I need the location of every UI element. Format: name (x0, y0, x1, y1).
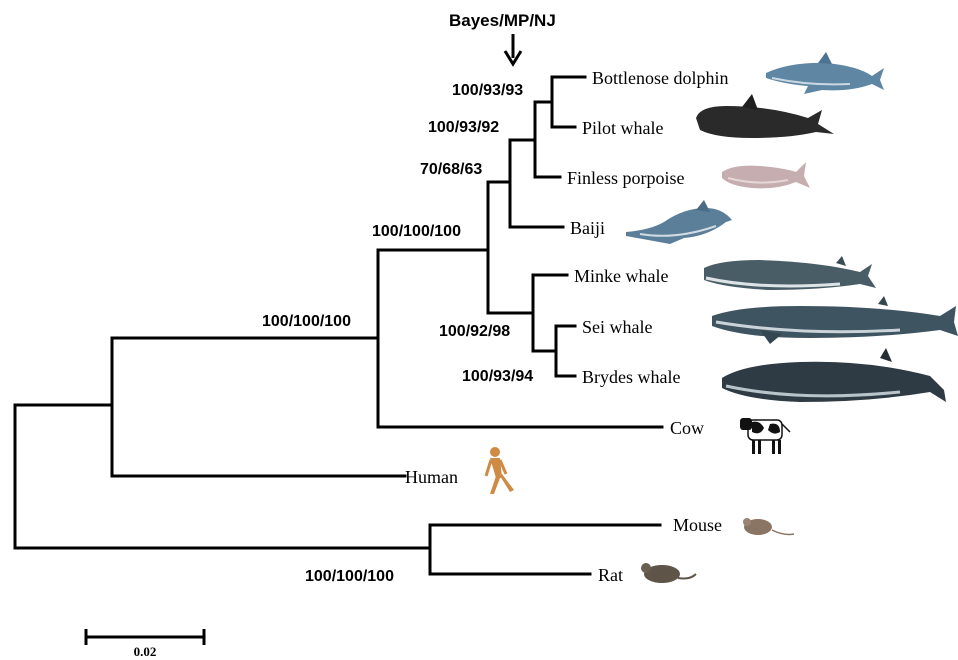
support-dolphin-pilot: 100/93/93 (452, 82, 523, 99)
taxon-human: Human (405, 467, 458, 487)
taxon-brydes-whale: Brydes whale (582, 367, 680, 387)
taxon-mouse: Mouse (673, 515, 722, 535)
taxon-bottlenose-dolphin: Bottlenose dolphin (592, 68, 729, 88)
cow-icon (740, 418, 790, 454)
finless-porpoise-icon (722, 162, 810, 188)
taxon-finless-porpoise: Finless porpoise (567, 168, 685, 188)
support-baleen: 100/92/98 (439, 323, 510, 340)
taxon-sei-whale: Sei whale (582, 317, 652, 337)
down-arrow-icon (505, 34, 521, 64)
rat-icon (641, 563, 696, 583)
support-values: 100/93/93 100/93/92 70/68/63 100/100/100… (262, 82, 533, 585)
taxon-minke-whale: Minke whale (574, 266, 668, 286)
animal-illustrations (486, 52, 958, 583)
methods-label: Bayes/MP/NJ (449, 11, 556, 30)
taxon-rat: Rat (598, 565, 623, 585)
taxon-baiji: Baiji (570, 218, 605, 238)
mouse-icon (743, 518, 794, 535)
taxon-cow: Cow (670, 418, 704, 438)
sei-whale-icon (712, 296, 958, 344)
minke-whale-icon (704, 256, 876, 290)
support-odontocetes: 70/68/63 (420, 161, 482, 178)
support-cetartiodactyla: 100/100/100 (262, 313, 351, 330)
baiji-icon (626, 200, 732, 244)
support-sei-brydes: 100/93/94 (462, 368, 533, 385)
support-delphinid-porpoise: 100/93/92 (428, 119, 499, 136)
scale-bar: 0.02 (86, 629, 204, 659)
scale-bar-label: 0.02 (134, 644, 157, 659)
brydes-whale-icon (722, 348, 946, 402)
support-cetaceans: 100/100/100 (372, 223, 461, 240)
human-icon (486, 447, 514, 494)
support-rodents: 100/100/100 (305, 568, 394, 585)
taxon-pilot-whale: Pilot whale (582, 118, 664, 138)
bottlenose-dolphin-icon (766, 52, 884, 94)
pilot-whale-icon (696, 94, 834, 138)
